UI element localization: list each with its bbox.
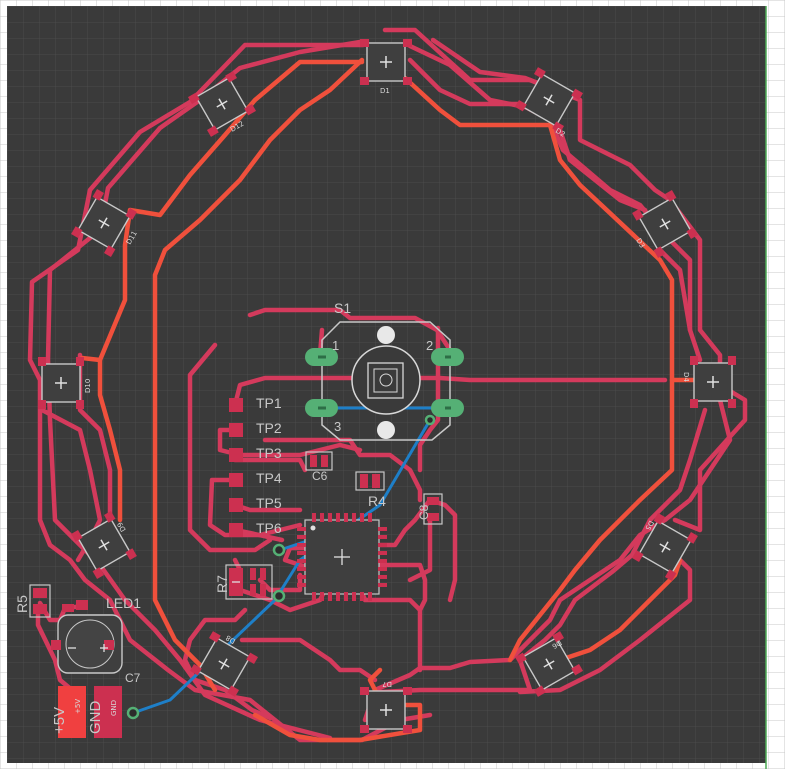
led-label-d10: D10 [84, 379, 92, 393]
cap-c6 [305, 451, 333, 471]
status-led1 [51, 600, 123, 674]
led-label-d8: D8 [224, 633, 237, 645]
label-r5: R5 [14, 595, 30, 613]
microcontroller-ic [297, 513, 387, 601]
cap-c8 [423, 493, 443, 525]
encoder-s1 [305, 321, 464, 441]
led-label-d9: D9 [116, 520, 128, 533]
label-tp5: TP5 [256, 495, 282, 511]
label-c7: C7 [125, 671, 141, 685]
led-label-d4: D4 [682, 372, 690, 382]
resistor-r5 [29, 584, 51, 618]
resistor-r7 [225, 564, 273, 600]
label-r7: R7 [214, 575, 230, 593]
label-tp2: TP2 [256, 420, 282, 436]
led-label-d5: D5 [643, 519, 655, 532]
label-tp4: TP4 [256, 470, 282, 486]
resistor-r4 [355, 471, 385, 491]
label-c6: C6 [312, 469, 328, 483]
label-tp6: TP6 [256, 520, 282, 536]
label-s1: S1 [334, 300, 351, 316]
pad-5v-text: +5V [74, 699, 82, 714]
led-label-d2: D2 [554, 127, 567, 139]
label-tp1: TP1 [256, 395, 282, 411]
label-s1-pin1: 1 [332, 338, 339, 353]
label-gnd: GND [87, 701, 104, 735]
label-tp3: TP3 [256, 445, 282, 461]
power-pads [58, 686, 122, 738]
pad-gnd-text: GND [110, 700, 118, 716]
hot-traces [79, 57, 703, 743]
vias [126, 414, 436, 720]
label-plus5v: +5V [51, 707, 68, 734]
label-s1-pin3: 3 [334, 419, 341, 434]
label-c8: C8 [417, 504, 431, 520]
label-s1-pin2: 2 [426, 338, 433, 353]
led-label-d7: D7 [382, 680, 392, 688]
label-led1: LED1 [106, 595, 141, 611]
led-label-d1: D1 [380, 87, 390, 95]
test-points [229, 398, 243, 537]
led-label-d3: D3 [634, 237, 646, 250]
label-r4: R4 [368, 493, 386, 509]
